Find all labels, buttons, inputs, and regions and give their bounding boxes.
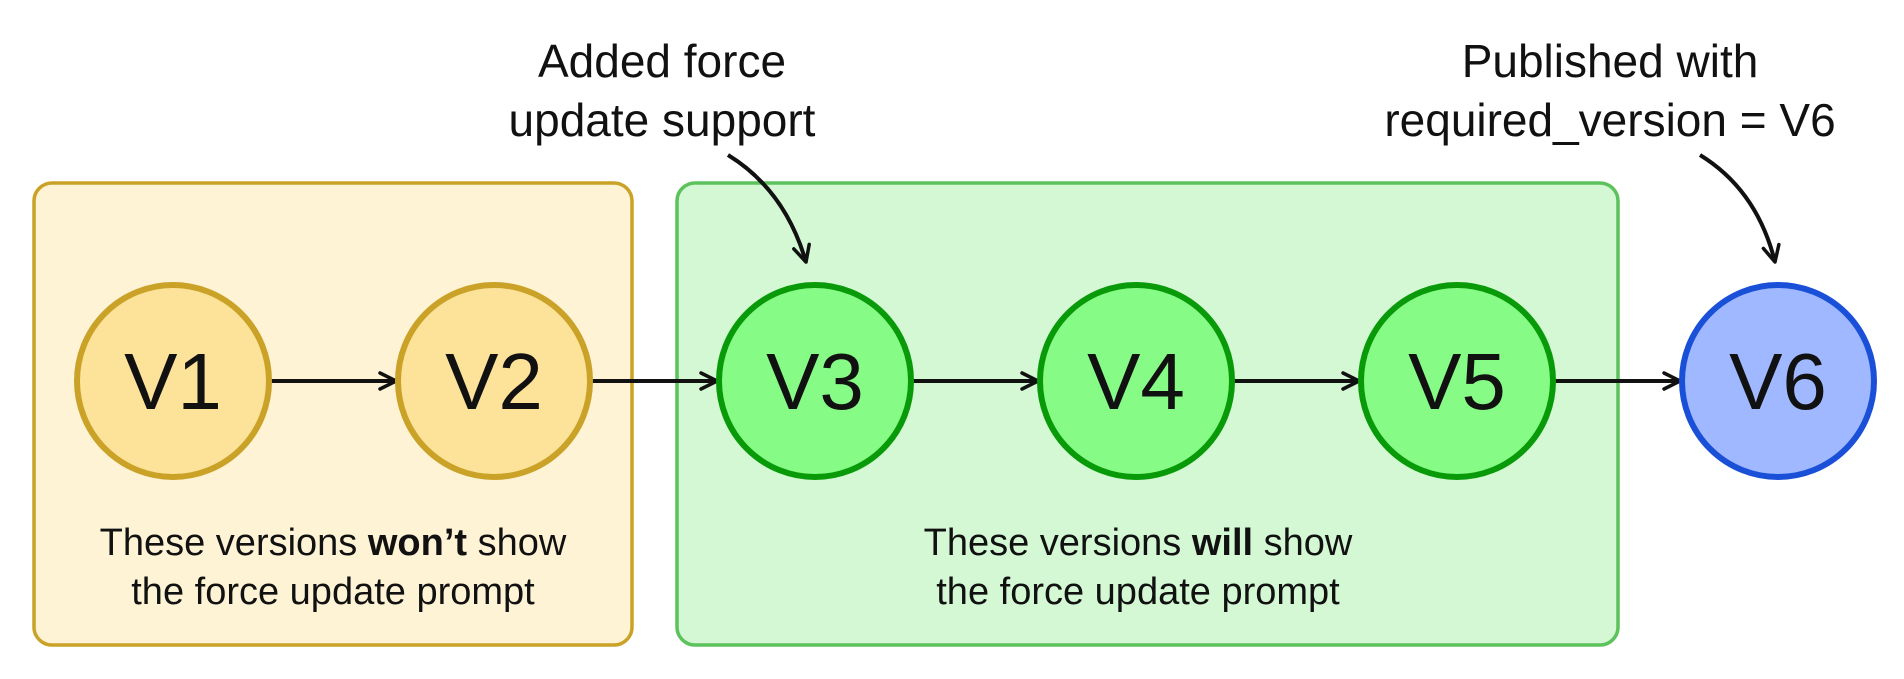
version-node-v2: V2: [395, 282, 593, 480]
version-label-v1: V1: [124, 337, 222, 426]
published-arrow: [1698, 153, 1781, 264]
version-node-v1: V1: [74, 282, 272, 480]
version-label-v3: V3: [766, 337, 864, 426]
version-node-v6: V6: [1679, 282, 1877, 480]
force-support-arrow: [726, 153, 811, 264]
published-annotation: Published with required_version = V6: [1384, 35, 1836, 264]
unsupported-caption-line1: These versions won’t show: [100, 522, 567, 564]
unsupported-caption-line2: the force update prompt: [131, 571, 535, 613]
force-support-annotation: Added force update support: [509, 35, 816, 264]
supported-caption-line2: the force update prompt: [936, 571, 1340, 613]
force-support-line2: update support: [509, 94, 816, 146]
published-line1: Published with: [1462, 35, 1759, 87]
force-support-line1: Added force: [538, 35, 786, 87]
version-label-v5: V5: [1408, 337, 1506, 426]
version-label-v2: V2: [445, 337, 543, 426]
version-label-v4: V4: [1087, 337, 1185, 426]
published-line2: required_version = V6: [1384, 94, 1835, 146]
version-node-v4: V4: [1037, 282, 1235, 480]
version-label-v6: V6: [1729, 337, 1827, 426]
version-node-v3: V3: [716, 282, 914, 480]
supported-caption-line1: These versions will show: [924, 522, 1353, 564]
version-node-v5: V5: [1358, 282, 1556, 480]
